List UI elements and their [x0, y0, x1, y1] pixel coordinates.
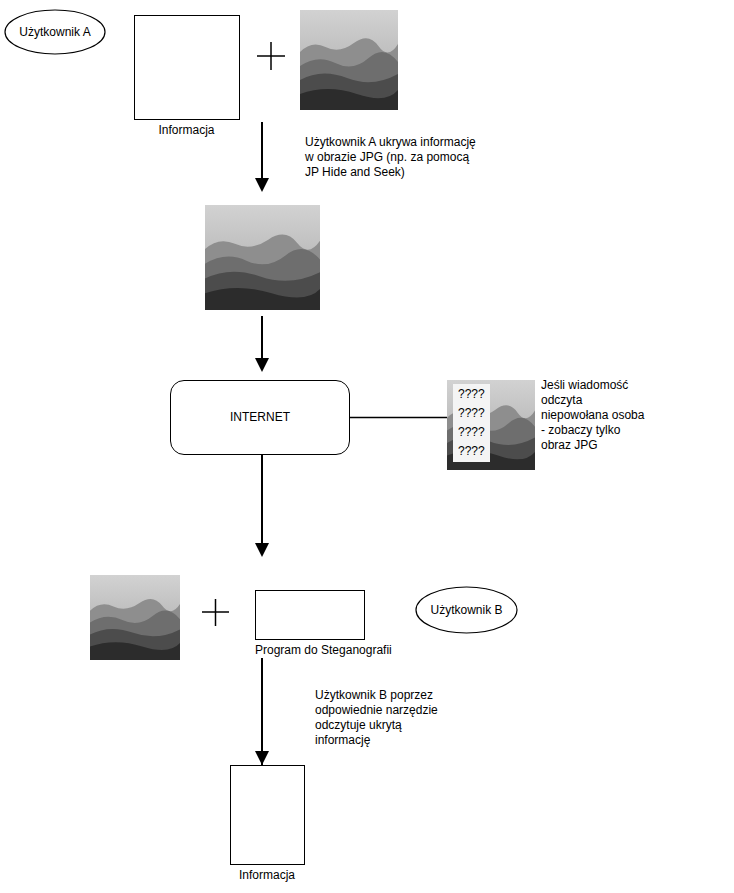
user-ellipse: Użytkownik A	[4, 9, 106, 55]
note-text: Jeśli wiadomość odczyta niepowołana osob…	[541, 378, 649, 453]
program-box: Program do Steganografii	[255, 590, 392, 658]
document-box: Informacja	[134, 15, 240, 138]
user-name: Użytkownik B	[430, 603, 502, 618]
box-caption: Informacja	[159, 123, 215, 138]
question-marks: ????	[458, 442, 485, 461]
question-marks: ????	[458, 385, 485, 404]
jpg-image	[90, 575, 180, 660]
intercepted-image: ????????????????	[447, 380, 535, 470]
network-box: INTERNET	[170, 380, 350, 455]
plus-sign	[257, 42, 285, 70]
plus-sign	[202, 599, 229, 626]
page-rectangle	[255, 590, 365, 640]
note-text: Użytkownik B poprzez odpowiednie narzędz…	[315, 688, 443, 748]
connector-line	[350, 417, 447, 419]
page-rectangle	[230, 765, 305, 865]
flow-arrow	[261, 658, 263, 765]
question-marks: ????	[458, 423, 485, 442]
flow-arrow	[255, 122, 269, 192]
note-text: Użytkownik A ukrywa informację w obrazie…	[305, 135, 483, 180]
box-label: INTERNET	[230, 410, 290, 425]
flow-arrow	[255, 455, 269, 557]
user-ellipse: Użytkownik B	[415, 586, 518, 634]
jpg-image	[205, 205, 320, 310]
box-caption: Program do Steganografii	[255, 643, 392, 658]
page-rectangle	[134, 15, 240, 120]
box-caption: Informacja	[239, 868, 295, 883]
hidden-text-patch: ????????????????	[453, 384, 490, 462]
document-box: Informacja	[230, 765, 305, 883]
jpg-image	[300, 10, 398, 110]
question-marks: ????	[458, 404, 485, 423]
user-name: Użytkownik A	[19, 25, 90, 40]
flow-arrow	[255, 316, 269, 372]
